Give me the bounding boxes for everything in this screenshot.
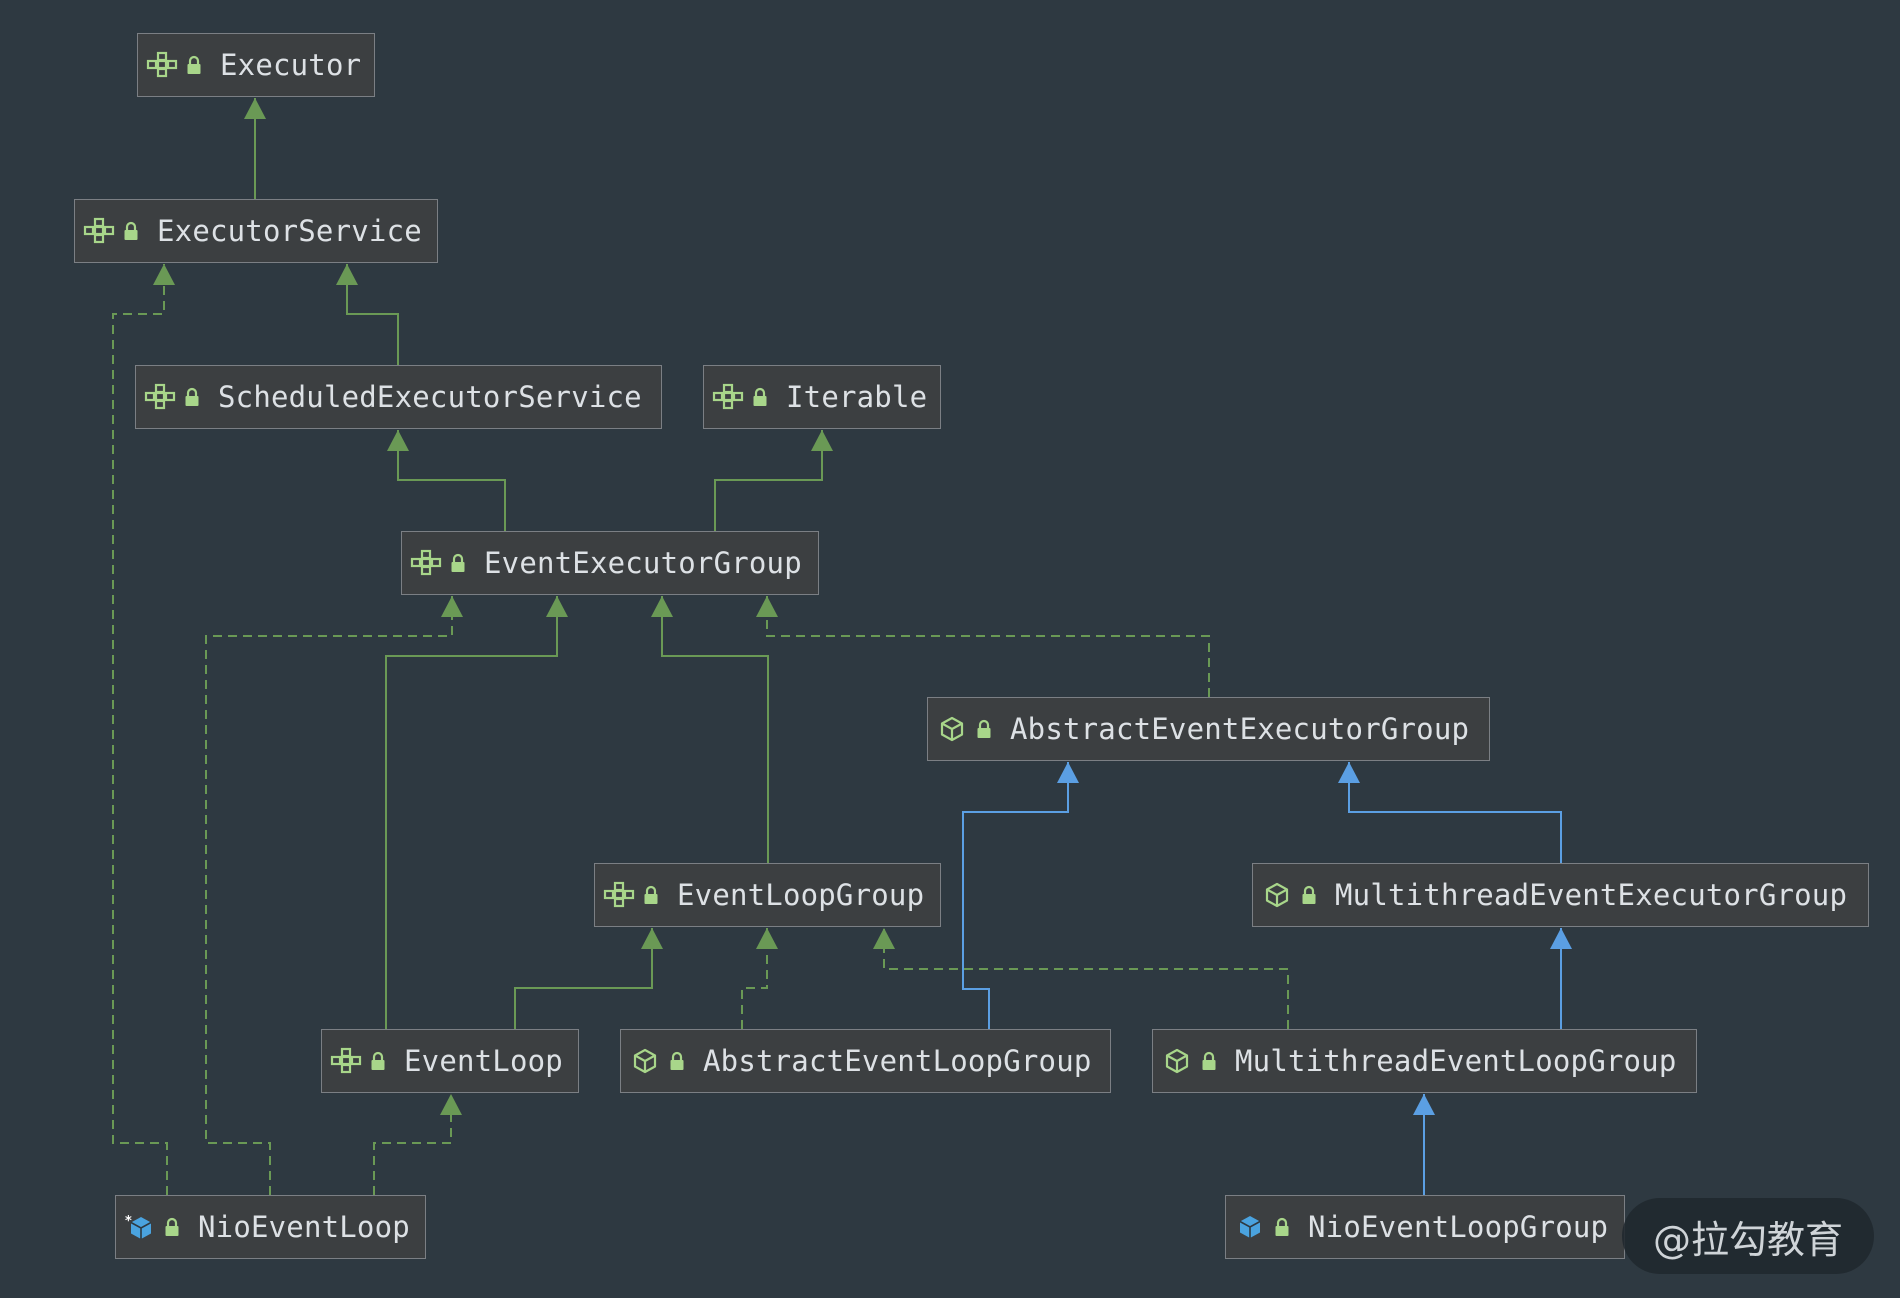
interface-icon	[81, 213, 117, 249]
node-multithread-event-executor-group[interactable]: MultithreadEventExecutorGroup	[1252, 863, 1869, 927]
lock-icon	[641, 881, 661, 909]
lock-icon	[121, 217, 141, 245]
node-label: NioEventLoop	[198, 1210, 410, 1244]
edge-nio_event_loop_group-to-multithread_event_loop_group	[1413, 1094, 1435, 1195]
node-event-executor-group[interactable]: EventExecutorGroup	[401, 531, 819, 595]
node-label: ScheduledExecutorService	[218, 380, 642, 414]
edge-arrowhead	[1413, 1094, 1435, 1115]
node-label: MultithreadEventLoopGroup	[1235, 1044, 1677, 1078]
node-abstract-event-loop-group[interactable]: AbstractEventLoopGroup	[620, 1029, 1111, 1093]
edge-abstract_event_loop_group-to-event_loop_group	[741, 928, 778, 1029]
lock-icon	[368, 1047, 388, 1075]
node-label: EventExecutorGroup	[484, 546, 802, 580]
node-executor[interactable]: Executor	[137, 33, 375, 97]
edge-multithread_event_loop_group-to-event_loop_group	[873, 928, 1289, 1029]
interface-icon	[408, 545, 444, 581]
node-event-loop-group[interactable]: EventLoopGroup	[594, 863, 941, 927]
interface-icon	[328, 1043, 364, 1079]
edge-arrowhead	[873, 928, 895, 949]
edge-arrowhead	[1550, 928, 1572, 949]
edge-event_loop_group-to-event_executor_group	[651, 596, 769, 863]
class-icon	[1232, 1209, 1268, 1245]
lock-icon	[448, 549, 468, 577]
node-scheduled-executor-service[interactable]: ScheduledExecutorService	[135, 365, 662, 429]
edge-arrowhead	[641, 928, 663, 949]
edge-arrowhead	[651, 596, 673, 617]
node-label: Executor	[220, 48, 362, 82]
node-nio-event-loop[interactable]: * NioEventLoop	[115, 1195, 426, 1259]
edge-arrowhead	[756, 928, 778, 949]
edge-nio_event_loop-to-event_loop	[373, 1094, 462, 1195]
node-abstract-event-executor-group[interactable]: AbstractEventExecutorGroup	[927, 697, 1490, 761]
interface-icon	[144, 47, 180, 83]
interface-icon	[601, 877, 637, 913]
abstract-class-icon	[627, 1043, 663, 1079]
edge-nio_event_loop-to-executor_service	[112, 264, 175, 1195]
node-label: MultithreadEventExecutorGroup	[1335, 878, 1848, 912]
edge-arrowhead	[244, 98, 266, 119]
edge-executor_service-to-executor	[244, 98, 266, 199]
edge-abstract_event_executor_group-to-event_executor_group	[756, 596, 1210, 697]
edge-arrowhead	[153, 264, 175, 285]
edge-arrowhead	[811, 430, 833, 451]
lock-icon	[1272, 1213, 1292, 1241]
lock-icon	[974, 715, 994, 743]
node-executor-service[interactable]: ExecutorService	[74, 199, 438, 263]
watermark-text: @拉勾教育	[1652, 1217, 1843, 1262]
edge-arrowhead	[441, 596, 463, 617]
edge-event_executor_group-to-iterable	[714, 430, 833, 531]
edge-event_loop-to-event_loop_group	[514, 928, 663, 1029]
edge-scheduled_executor_service-to-executor_service	[336, 264, 399, 365]
edge-arrowhead	[440, 1094, 462, 1115]
node-label: EventLoopGroup	[677, 878, 925, 912]
lock-icon	[667, 1047, 687, 1075]
abstract-class-icon	[1159, 1043, 1195, 1079]
node-iterable[interactable]: Iterable	[703, 365, 941, 429]
watermark: @拉勾教育	[1622, 1198, 1874, 1274]
interface-icon	[710, 379, 746, 415]
edge-arrowhead	[546, 596, 568, 617]
edge-arrowhead	[1338, 762, 1360, 783]
lock-icon	[184, 51, 204, 79]
node-label: ExecutorService	[157, 214, 422, 248]
edge-event_executor_group-to-scheduled_executor_service	[387, 430, 506, 531]
edge-arrowhead	[336, 264, 358, 285]
edge-nio_event_loop-to-event_executor_group	[205, 596, 463, 1195]
lock-icon	[162, 1213, 182, 1241]
lock-icon	[1299, 881, 1319, 909]
node-event-loop[interactable]: EventLoop	[321, 1029, 579, 1093]
node-label: AbstractEventExecutorGroup	[1010, 712, 1470, 746]
svg-text:*: *	[125, 1214, 132, 1229]
edge-arrowhead	[387, 430, 409, 451]
edge-event_loop-to-event_executor_group	[385, 596, 568, 1029]
node-nio-event-loop-group[interactable]: NioEventLoopGroup	[1225, 1195, 1625, 1259]
edge-arrowhead	[756, 596, 778, 617]
edge-multithread_event_loop_group-to-multithread_event_executor_group	[1550, 928, 1572, 1029]
node-label: NioEventLoopGroup	[1308, 1210, 1609, 1244]
lock-icon	[750, 383, 770, 411]
edge-abstract_event_loop_group-to-abstract_event_executor_group	[962, 762, 1079, 1029]
edge-arrowhead	[1057, 762, 1079, 783]
abstract-class-icon	[934, 711, 970, 747]
node-label: Iterable	[786, 380, 928, 414]
lock-icon	[1199, 1047, 1219, 1075]
abstract-class-icon	[1259, 877, 1295, 913]
node-label: EventLoop	[404, 1044, 563, 1078]
lock-icon	[182, 383, 202, 411]
edge-multithread_event_executor_group-to-abstract_event_executor_group	[1338, 762, 1562, 863]
node-multithread-event-loop-group[interactable]: MultithreadEventLoopGroup	[1152, 1029, 1697, 1093]
node-label: AbstractEventLoopGroup	[703, 1044, 1092, 1078]
interface-icon	[142, 379, 178, 415]
final-class-icon: *	[122, 1209, 158, 1245]
